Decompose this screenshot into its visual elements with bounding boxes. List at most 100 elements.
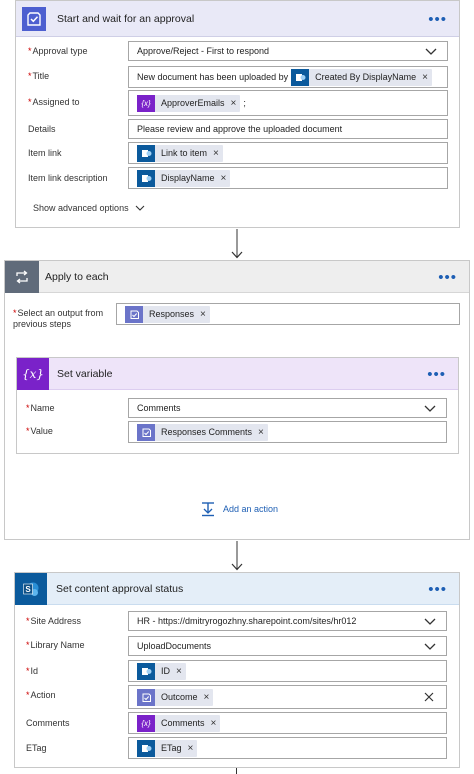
details-label: Details xyxy=(28,124,56,134)
item-link-field[interactable]: Link to item × xyxy=(128,142,448,164)
clear-field-icon[interactable] xyxy=(424,692,434,702)
add-an-action-label: Add an action xyxy=(223,504,279,514)
site-address-label: *Site Address xyxy=(26,616,82,626)
item-link-description-label: Item link description xyxy=(28,173,108,183)
site-address-value: HR - https://dmitryrogozhny.sharepoint.c… xyxy=(137,616,357,626)
variable-value-field[interactable]: Responses Comments × xyxy=(128,421,447,443)
assigned-to-separator: ; xyxy=(243,98,246,108)
approvals-icon xyxy=(137,688,155,706)
remove-token-icon[interactable]: × xyxy=(203,691,210,703)
variable-name-value: Comments xyxy=(137,403,181,413)
sharepoint-icon xyxy=(291,68,310,86)
id-label: *Id xyxy=(26,666,39,676)
site-address-dropdown[interactable]: HR - https://dmitryrogozhny.sharepoint.c… xyxy=(128,611,447,631)
remove-token-icon[interactable]: × xyxy=(210,717,217,729)
approval-type-label: *Approval type xyxy=(28,46,88,56)
title-field[interactable]: New document has been uploaded by Create… xyxy=(128,66,448,88)
approvals-icon xyxy=(22,7,46,31)
comments-label: Comments xyxy=(26,718,70,728)
link-to-item-token[interactable]: Link to item × xyxy=(137,144,223,162)
apply-to-each-header[interactable]: Apply to each ••• xyxy=(5,261,469,293)
show-advanced-options-link[interactable]: Show advanced options xyxy=(33,203,145,213)
approval-card-header[interactable]: Start and wait for an approval ••• xyxy=(16,1,459,37)
title-label: *Title xyxy=(28,71,50,81)
variable-value-label: *Value xyxy=(26,426,53,436)
set-variable-title: Set variable xyxy=(57,368,113,380)
sharepoint-icon: S xyxy=(15,573,47,605)
flow-connector-line xyxy=(236,768,237,774)
chevron-down-icon[interactable] xyxy=(424,403,436,413)
display-name-token[interactable]: DisplayName × xyxy=(137,169,231,187)
id-token[interactable]: ID × xyxy=(137,662,186,680)
etag-field[interactable]: ETag × xyxy=(128,737,447,759)
item-link-description-field[interactable]: DisplayName × xyxy=(128,167,448,189)
remove-token-icon[interactable]: × xyxy=(258,426,264,438)
set-variable-more-button[interactable]: ••• xyxy=(427,366,446,383)
flow-arrow-icon xyxy=(231,541,243,571)
title-text: New document has been uploaded by xyxy=(137,72,289,82)
created-by-token[interactable]: Created By DisplayName × xyxy=(291,68,432,86)
variable-icon: {x} xyxy=(17,358,49,390)
remove-token-icon[interactable]: × xyxy=(230,97,237,109)
remove-token-icon[interactable]: × xyxy=(213,147,219,159)
comments-field[interactable]: {x} Comments × xyxy=(128,712,447,734)
set-content-approval-card: S Set content approval status ••• *Site … xyxy=(14,572,460,768)
sharepoint-icon xyxy=(137,739,155,757)
apply-to-each-card: Apply to each ••• *Select an output from… xyxy=(4,260,470,540)
chevron-down-icon[interactable] xyxy=(424,616,436,626)
assigned-to-field[interactable]: {x} ApproverEmails × ; xyxy=(128,90,448,116)
outcome-token[interactable]: Outcome × xyxy=(137,688,214,706)
variable-name-label: *Name xyxy=(26,403,55,413)
remove-token-icon[interactable]: × xyxy=(176,665,182,677)
approvals-icon xyxy=(137,423,155,441)
set-content-approval-title: Set content approval status xyxy=(56,583,184,595)
comments-token[interactable]: {x} Comments × xyxy=(137,714,221,732)
svg-text:S: S xyxy=(25,585,31,594)
add-an-action-button[interactable]: Add an action xyxy=(201,501,278,517)
approval-card-title: Start and wait for an approval xyxy=(57,13,195,25)
sharepoint-icon xyxy=(137,662,155,680)
approval-card: Start and wait for an approval ••• *Appr… xyxy=(15,0,460,228)
set-variable-card: {x} Set variable ••• *Name Comments *Val… xyxy=(16,357,459,454)
details-value: Please review and approve the uploaded d… xyxy=(137,124,343,134)
remove-token-icon[interactable]: × xyxy=(200,308,206,320)
remove-token-icon[interactable]: × xyxy=(220,172,227,184)
chevron-down-icon[interactable] xyxy=(425,46,437,56)
approval-type-value: Approve/Reject - First to respond xyxy=(137,46,270,56)
item-link-label: Item link xyxy=(28,148,62,158)
library-name-label: *Library Name xyxy=(26,640,85,650)
add-action-icon xyxy=(202,502,214,517)
approvals-icon xyxy=(125,305,143,323)
remove-token-icon[interactable]: × xyxy=(422,71,428,83)
variable-name-dropdown[interactable]: Comments xyxy=(128,398,447,418)
variable-icon: {x} xyxy=(137,714,155,732)
apply-to-each-more-button[interactable]: ••• xyxy=(438,269,457,286)
remove-token-icon[interactable]: × xyxy=(187,742,194,754)
responses-comments-token[interactable]: Responses Comments × xyxy=(137,423,268,441)
sharepoint-icon xyxy=(137,169,155,187)
set-variable-header[interactable]: {x} Set variable ••• xyxy=(17,358,458,390)
select-output-field[interactable]: Responses × xyxy=(116,303,460,325)
library-name-value: UploadDocuments xyxy=(137,641,212,651)
apply-to-each-title: Apply to each xyxy=(45,271,109,283)
id-field[interactable]: ID × xyxy=(128,660,447,682)
set-content-approval-more-button[interactable]: ••• xyxy=(428,581,447,598)
action-label: *Action xyxy=(26,690,56,700)
etag-label: ETag xyxy=(26,743,47,753)
action-field[interactable]: Outcome × xyxy=(128,685,447,709)
etag-token[interactable]: ETag × xyxy=(137,739,198,757)
chevron-down-icon xyxy=(135,205,144,211)
approval-type-dropdown[interactable]: Approve/Reject - First to respond xyxy=(128,41,448,61)
responses-token[interactable]: Responses × xyxy=(125,305,210,323)
set-content-approval-header[interactable]: S Set content approval status ••• xyxy=(15,573,459,605)
details-field[interactable]: Please review and approve the uploaded d… xyxy=(128,119,448,139)
assigned-to-label: *Assigned to xyxy=(28,97,80,107)
variable-icon: {x} xyxy=(137,94,155,112)
approval-more-button[interactable]: ••• xyxy=(428,11,447,28)
chevron-down-icon[interactable] xyxy=(424,641,436,651)
library-name-dropdown[interactable]: UploadDocuments xyxy=(128,636,447,656)
approver-emails-token[interactable]: {x} ApproverEmails × xyxy=(137,94,241,112)
flow-arrow-icon xyxy=(231,229,243,259)
sharepoint-icon xyxy=(137,144,155,162)
